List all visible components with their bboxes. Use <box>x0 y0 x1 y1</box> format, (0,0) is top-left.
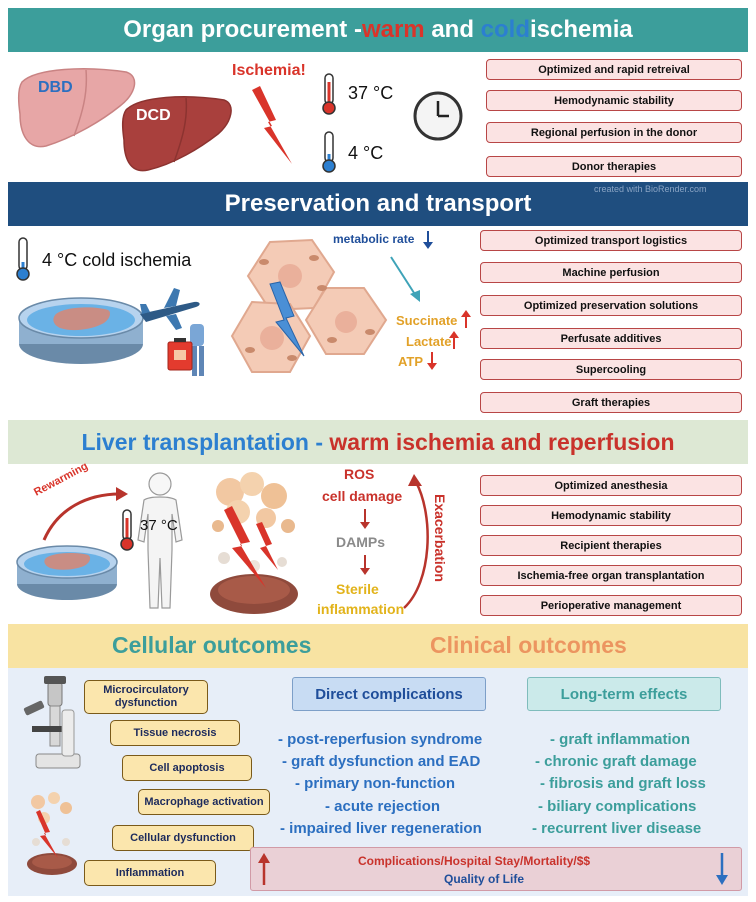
clinical-outcomes-title: Clinical outcomes <box>430 632 627 658</box>
procurement-box-2: Hemodynamic stability <box>486 90 742 111</box>
damaged-cell-icon <box>210 472 298 614</box>
preservation-box-4: Perfusate additives <box>480 328 742 349</box>
preservation-box-3: Optimized preservation solutions <box>480 295 742 316</box>
preservation-box-6: Graft therapies <box>480 392 742 413</box>
small-damaged-cell-icon <box>27 792 77 875</box>
section1-title-part2: ischemia <box>530 16 633 43</box>
cellular-box-4: Macrophage activation <box>138 789 270 815</box>
microscope-icon <box>23 676 81 769</box>
dcd-liver-icon <box>121 96 232 172</box>
cell-damage-label: cell damage <box>322 488 403 504</box>
preservation-box-5: Supercooling <box>480 359 742 380</box>
succinate-up-arrow-icon <box>461 310 471 328</box>
inflammation-label: inflammation <box>317 601 405 617</box>
lightning-icon <box>252 86 292 164</box>
procurement-box-3: Regional perfusion in the donor <box>486 122 742 143</box>
thermometer-warm-icon <box>322 73 336 115</box>
sterile-label: Sterile <box>336 581 379 597</box>
metabolic-down-arrow-icon <box>423 231 433 249</box>
cellular-box-2: Tissue necrosis <box>110 720 240 746</box>
succinate-label: Succinate <box>396 313 458 328</box>
section2-banner: Preservation and transport <box>8 182 748 226</box>
exacerbation-label: Exacerbation <box>432 494 448 582</box>
section3-banner: Liver transplantation - warm ischemia an… <box>8 420 748 464</box>
longterm-item-2: - chronic graft damage <box>535 753 697 770</box>
summary-line-2: Quality of Life <box>444 872 525 886</box>
cellular-outcomes-title: Cellular outcomes <box>112 632 312 658</box>
hepatocyte-cells-icon <box>230 238 388 373</box>
rewarming-dish-icon <box>16 545 118 600</box>
section2-title: Preservation and transport <box>224 190 532 217</box>
ischemia-label: Ischemia! <box>232 62 306 79</box>
thermometer-cold-icon <box>322 131 336 173</box>
dbd-label: DBD <box>38 79 73 96</box>
direct-item-1: - post-reperfusion syndrome <box>278 731 483 748</box>
section1-title-part1: Organ procurement - <box>123 16 362 43</box>
clock-icon <box>413 91 463 141</box>
dcd-label: DCD <box>136 107 171 124</box>
longterm-item-5: - recurrent liver disease <box>532 820 702 837</box>
atp-label: ATP <box>398 354 424 369</box>
transplant-box-4: Ischemia-free organ transplantation <box>480 565 742 586</box>
cellular-box-3: Cell apoptosis <box>122 755 252 781</box>
damps-label: DAMPs <box>336 534 386 550</box>
longterm-effects-title: Long-term effects <box>560 685 688 703</box>
thermometer-cold2-icon <box>16 237 30 281</box>
direct-complications-header: Direct complications <box>292 677 486 711</box>
airplane-icon <box>140 288 200 330</box>
section1-banner: Organ procurement - warm and cold ischem… <box>8 8 748 52</box>
preservation-box-1: Optimized transport logistics <box>480 230 742 251</box>
atp-down-arrow-icon <box>427 352 437 370</box>
longterm-item-1: - graft inflammation <box>550 731 691 748</box>
transport-courier-icon <box>167 324 204 376</box>
transplant-box-2: Hemodynamic stability <box>480 505 742 526</box>
direct-item-4: - acute rejection <box>325 798 441 815</box>
summary-down-arrow-icon <box>716 853 728 885</box>
summary-up-arrow-icon <box>258 853 270 885</box>
longterm-item-4: - biliary complications <box>538 798 697 815</box>
cold-ischemia-label: 4 °C cold ischemia <box>42 250 192 270</box>
section1-title-cold: cold <box>480 16 531 43</box>
cold-storage-dish-icon <box>18 297 144 364</box>
dbd-liver-icon <box>17 68 136 148</box>
transplant-box-3: Recipient therapies <box>480 535 742 556</box>
metabolic-rate-label: metabolic rate <box>333 232 415 246</box>
longterm-effects-header: Long-term effects <box>527 677 721 711</box>
cellular-box-6: Inflammation <box>84 860 216 886</box>
preservation-box-2: Machine perfusion <box>480 262 742 283</box>
down-arrow-1-icon <box>360 509 370 529</box>
section1-title-warm: warm <box>361 16 425 43</box>
temp-cold-label: 4 °C <box>348 143 384 163</box>
lactate-up-arrow-icon <box>449 331 459 349</box>
section1-title-and: and <box>424 16 481 43</box>
direct-item-2: - graft dysfunction and EAD <box>282 753 481 770</box>
down-arrow-2-icon <box>360 555 370 575</box>
lactate-label: Lactate <box>406 334 452 349</box>
section3-title-part1: Liver transplantation - <box>81 428 330 455</box>
procurement-box-1: Optimized and rapid retreival <box>486 59 742 80</box>
cellular-box-1: Microcirculatory dysfunction <box>84 680 208 714</box>
procurement-box-4: Donor therapies <box>486 156 742 177</box>
temp-warm-label: 37 °C <box>348 83 394 103</box>
bottom-summary-bar <box>250 847 742 891</box>
teal-diagonal-arrow-icon <box>390 256 420 302</box>
transplant-box-5: Perioperative management <box>480 595 742 616</box>
transplant-box-1: Optimized anesthesia <box>480 475 742 496</box>
cellular-box-5: Cellular dysfunction <box>112 825 254 851</box>
ros-label: ROS <box>344 466 375 482</box>
rewarming-arrow-icon <box>42 487 128 541</box>
section4-banner <box>8 624 748 668</box>
direct-item-3: - primary non-function <box>295 775 455 792</box>
section3-title-part2: warm ischemia and reperfusion <box>329 428 675 455</box>
recipient-body-icon <box>137 472 183 609</box>
direct-item-5: - impaired liver regeneration <box>280 820 482 837</box>
exacerbation-curved-arrow-icon <box>403 474 429 609</box>
watermark: created with BioRender.com <box>594 184 707 194</box>
recipient-temp-label: 37 °C <box>140 517 178 534</box>
longterm-item-3: - fibrosis and graft loss <box>540 775 706 792</box>
thermometer-recipient-icon <box>120 509 134 551</box>
direct-complications-title: Direct complications <box>315 685 463 703</box>
summary-line-1: Complications/Hospital Stay/Mortality/$$ <box>358 854 591 868</box>
